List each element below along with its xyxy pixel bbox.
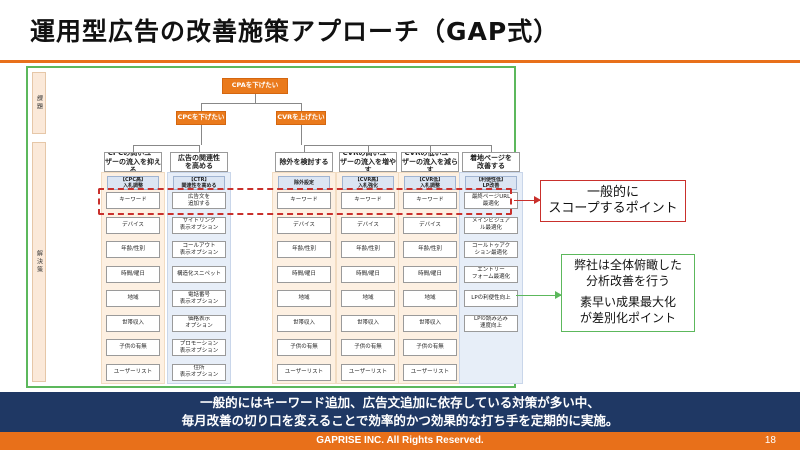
side-label-solution: 解決策 — [32, 142, 46, 382]
tactic-item: コールトゥアク ション最適化 — [464, 241, 518, 258]
column-heading: CPCの高いユー ザーの流入を抑える — [104, 152, 162, 172]
title-rule — [0, 60, 800, 63]
tactic-item: コールアウト 表示オプション — [172, 241, 226, 258]
connector — [301, 125, 302, 145]
connector — [301, 103, 302, 111]
tactic-item: 地域 — [106, 290, 160, 307]
scope-highlight — [98, 188, 512, 215]
tactic-item: 年齢/性別 — [106, 241, 160, 258]
tactic-item: 地域 — [277, 290, 331, 307]
connector — [199, 145, 200, 152]
connector — [133, 145, 134, 152]
copyright-text: GAPRISE INC. All Rights Reserved. — [316, 435, 484, 446]
tactic-item: 時間/曜日 — [341, 265, 395, 283]
tactic-item: 世帯収入 — [277, 314, 331, 332]
tactic-item: ユーザーリスト — [277, 363, 331, 381]
connector — [201, 125, 202, 145]
page-number: 18 — [764, 435, 776, 446]
tactic-item: 住所 表示オプション — [172, 363, 226, 381]
tactic-item: プロモーション 表示オプション — [172, 339, 226, 356]
connector — [255, 94, 256, 103]
scope-callout: 一般的に スコープするポイント — [540, 180, 686, 222]
tactic-item: エントリー フォーム最適化 — [464, 265, 518, 283]
column-heading: 着地ページを 改善する — [462, 152, 520, 172]
summary-line-2: 毎月改善の切り口を変えることで効率的かつ効果的な打ち手を定期的に実施。 — [181, 413, 619, 428]
tactic-item: デバイス — [106, 216, 160, 234]
connector — [368, 145, 369, 152]
tactic-item: 電話番号 表示オプション — [172, 290, 226, 307]
column-heading: CVRの高いユー ザーの流入を増やす — [339, 152, 397, 172]
scope-arrow — [514, 196, 541, 204]
connector — [304, 145, 305, 152]
summary-banner: 一般的にはキーワード追加、広告文追加に依存している対策が多い中、 毎月改善の切り… — [0, 392, 800, 432]
differentiation-text-a: 弊社は全体俯瞰した 分析改善を行う — [573, 258, 682, 288]
tactic-item: キーワード — [277, 192, 331, 209]
tactic-item: デバイス — [341, 216, 395, 234]
tactic-item: 時間/曜日 — [403, 265, 457, 283]
column-tag: 【CPC高】 入札調整 — [107, 176, 159, 190]
tactic-item: 年齢/性別 — [341, 241, 395, 258]
differentiation-arrow — [516, 291, 562, 299]
footer-bar: GAPRISE INC. All Rights Reserved. 18 — [0, 432, 800, 450]
tactic-item: デバイス — [277, 216, 331, 234]
tactic-item: 年齢/性別 — [277, 241, 331, 258]
tactic-item: 価格表示 オプション — [172, 314, 226, 332]
connector — [133, 145, 199, 146]
tactic-item: 広告文を 追加する — [172, 192, 226, 209]
tactic-item: サイトリンク 表示オプション — [172, 216, 226, 234]
column-heading: 広告の関連性 を高める — [170, 152, 228, 172]
summary-line-1: 一般的にはキーワード追加、広告文追加に依存している対策が多い中、 — [200, 395, 600, 410]
root-node: CPAを下げたい — [222, 78, 288, 94]
tactic-item: 時間/曜日 — [277, 265, 331, 283]
tactic-item: 子供の有無 — [403, 339, 457, 356]
tactic-item: 地域 — [403, 290, 457, 307]
connector — [430, 145, 431, 152]
tactic-item: 世帯収入 — [341, 314, 395, 332]
connector — [304, 145, 491, 146]
tactic-item: 子供の有無 — [277, 339, 331, 356]
page-title: 運用型広告の改善施策アプローチ（GAP式） — [30, 17, 560, 46]
tactic-item: デバイス — [403, 216, 457, 234]
tactic-item: 世帯収入 — [106, 314, 160, 332]
tactic-item: 時間/曜日 — [106, 265, 160, 283]
tactic-item: LPの読み込み 速度向上 — [464, 314, 518, 332]
side-label-issue: 課題 — [32, 72, 46, 134]
connector — [201, 103, 202, 111]
tactic-item: 子供の有無 — [341, 339, 395, 356]
cpc-node: CPCを下げたい — [176, 111, 226, 125]
differentiation-callout: 弊社は全体俯瞰した 分析改善を行う 素早い成果最大化 が差別化ポイント — [561, 254, 695, 332]
tactic-item: LPの利便性向上 — [464, 290, 518, 307]
column-heading: CVRの低いユー ザーの流入を減らす — [401, 152, 459, 172]
tactic-item: キーワード — [106, 192, 160, 209]
cvr-node: CVRを上げたい — [276, 111, 326, 125]
connector — [491, 145, 492, 152]
tactic-item: 構造化スニペット — [172, 265, 226, 283]
tactic-item: キーワード — [403, 192, 457, 209]
tactic-item: ユーザーリスト — [341, 363, 395, 381]
differentiation-text-b: 素早い成果最大化 が差別化ポイント — [579, 295, 676, 325]
tactic-item: ユーザーリスト — [106, 363, 160, 381]
tactic-item: メインビジュア ル最適化 — [464, 216, 518, 234]
tactic-item: ユーザーリスト — [403, 363, 457, 381]
tactic-item: 年齢/性別 — [403, 241, 457, 258]
tactic-item: キーワード — [341, 192, 395, 209]
column-heading: 除外を検討する — [275, 152, 333, 172]
tactic-item: 地域 — [341, 290, 395, 307]
tactic-item: 子供の有無 — [106, 339, 160, 356]
tactic-item: 世帯収入 — [403, 314, 457, 332]
connector — [201, 103, 301, 104]
